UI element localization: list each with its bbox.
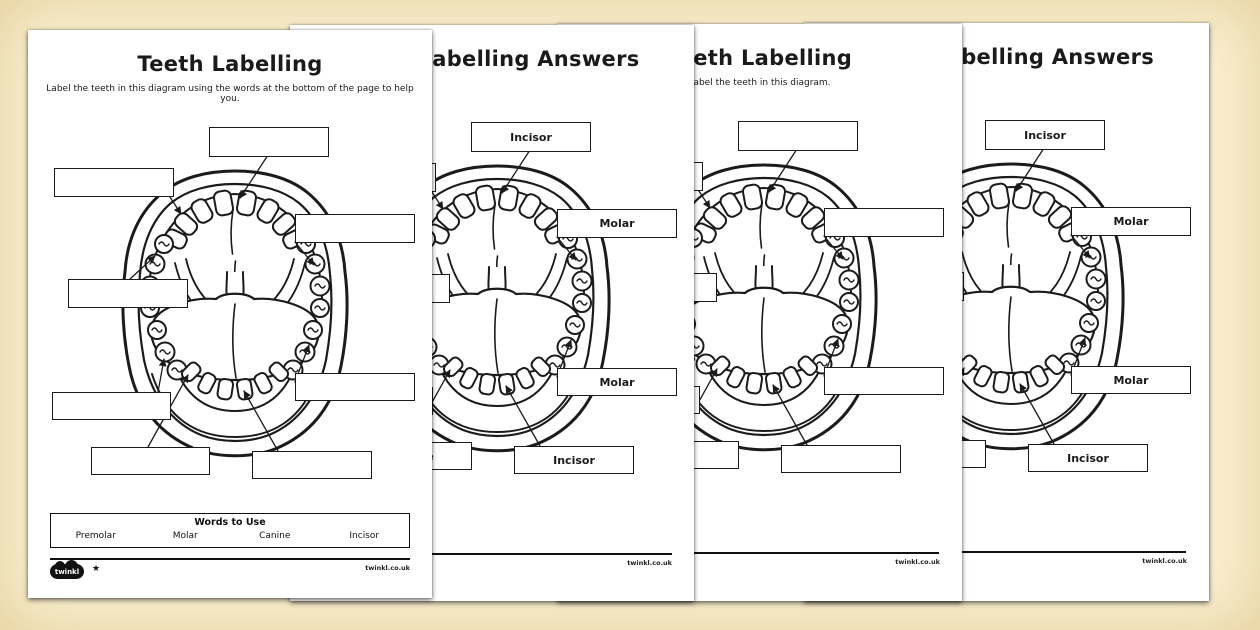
website-url: twinkl.co.uk bbox=[365, 564, 410, 572]
label-box-lower-right: Molar bbox=[1071, 366, 1191, 394]
page-instructions: Label the teeth in this diagram. bbox=[688, 78, 831, 88]
word-bank-item: Incisor bbox=[349, 531, 380, 541]
word-bank-item: Molar bbox=[172, 531, 198, 541]
label-box-upper-right bbox=[824, 208, 944, 237]
label-box-bottom-center bbox=[252, 451, 372, 479]
label-box-lower-right bbox=[824, 367, 944, 395]
label-box-top: Incisor bbox=[985, 120, 1105, 150]
label-box-lower-right: Molar bbox=[557, 368, 677, 396]
footer-divider bbox=[579, 552, 939, 554]
label-box-top bbox=[738, 121, 858, 151]
difficulty-star-icon: ★ bbox=[92, 564, 101, 574]
label-box-bottom-center bbox=[781, 445, 901, 473]
word-bank-item: Premolar bbox=[75, 531, 116, 541]
label-box-mid-left bbox=[68, 279, 188, 308]
page-instructions: Label the teeth in this diagram using th… bbox=[46, 84, 414, 104]
website-url: twinkl.co.uk bbox=[627, 559, 672, 567]
website-url: twinkl.co.uk bbox=[895, 558, 940, 566]
label-box-lower-right bbox=[295, 373, 415, 401]
worksheet-page-1: Teeth Labelling Label the teeth in this … bbox=[28, 30, 432, 598]
label-box-bottom-center: Incisor bbox=[514, 446, 634, 474]
footer-divider bbox=[826, 551, 1186, 553]
footer-divider bbox=[50, 558, 410, 560]
label-box-lower-left bbox=[52, 392, 171, 420]
word-bank-item: Canine bbox=[259, 531, 291, 541]
label-box-upper-right bbox=[295, 214, 415, 243]
word-bank-heading: Words to Use bbox=[194, 517, 266, 528]
label-box-upper-right: Molar bbox=[1071, 207, 1191, 236]
footer-divider bbox=[312, 553, 672, 555]
label-box-bottom-center: Incisor bbox=[1028, 444, 1148, 472]
label-box-bottom-left bbox=[91, 447, 210, 475]
page-title: Teeth Labelling bbox=[137, 52, 323, 76]
label-box-top: Incisor bbox=[471, 122, 591, 152]
website-url: twinkl.co.uk bbox=[1142, 557, 1187, 565]
page-title: Teeth Labelling bbox=[666, 46, 853, 70]
label-box-top bbox=[209, 127, 329, 157]
word-bank: Words to Use Premolar Molar Canine Incis… bbox=[50, 513, 410, 548]
label-box-upper-right: Molar bbox=[557, 209, 677, 238]
label-box-upper-left bbox=[54, 168, 174, 197]
twinkl-logo: twinkl bbox=[50, 560, 84, 579]
